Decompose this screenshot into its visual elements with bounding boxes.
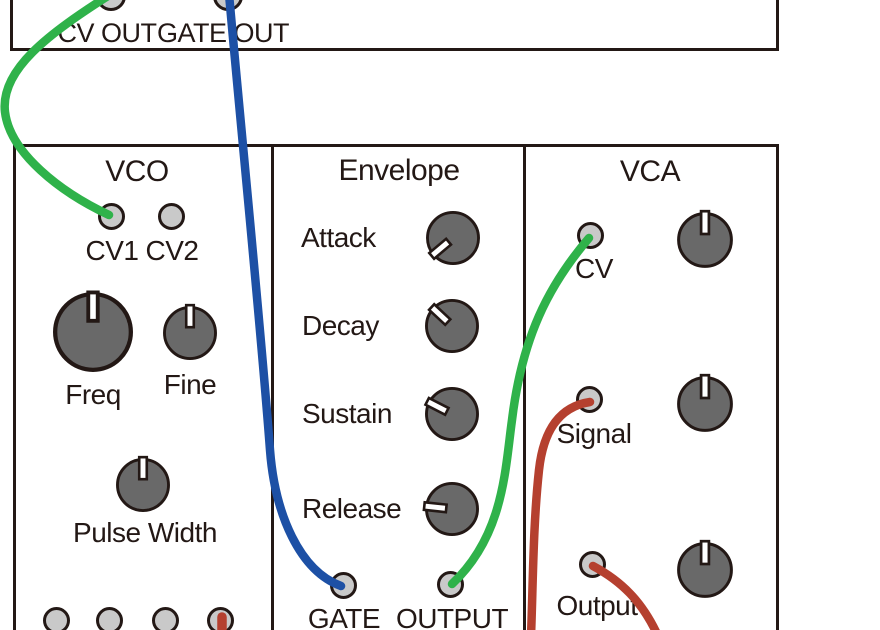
freq-knob[interactable]	[50, 289, 136, 375]
vca-cv-amount-knob[interactable]	[675, 209, 735, 270]
vca-cv-jack[interactable]	[577, 222, 604, 249]
vco-cv1-jack[interactable]	[98, 203, 125, 230]
vco-envelope-divider	[271, 147, 274, 630]
vca-output-jack[interactable]	[579, 551, 606, 578]
fine-knob[interactable]	[161, 303, 219, 362]
cv-out-label: CV OUT	[57, 18, 157, 48]
controller-panel	[10, 0, 779, 51]
decay-knob[interactable]	[423, 297, 481, 355]
vca-cv-amount-knob-pointer	[699, 209, 711, 236]
vco-title: VCO	[105, 155, 169, 188]
release-label: Release	[302, 493, 402, 524]
envelope-vca-divider	[523, 147, 526, 630]
vco-cv2-jack[interactable]	[158, 203, 185, 230]
vco-cv1-label: CV1	[85, 235, 139, 266]
modules-panel	[13, 144, 779, 630]
release-knob-pointer	[422, 500, 449, 514]
envelope-output-jack[interactable]	[437, 571, 464, 598]
vca-cv-label: CV	[575, 253, 613, 284]
sustain-knob[interactable]	[423, 385, 481, 443]
pulse-width-knob-pointer	[137, 455, 149, 481]
vco-cv2-label: CV2	[145, 235, 199, 266]
attack-knob[interactable]	[424, 209, 482, 267]
vco-output-jack-1[interactable]	[43, 607, 70, 630]
freq-label: Freq	[65, 379, 121, 410]
decay-label: Decay	[302, 310, 379, 341]
attack-label: Attack	[301, 222, 376, 253]
vca-signal-jack[interactable]	[576, 386, 603, 413]
vca-signal-label: Signal	[556, 418, 632, 449]
envelope-gate-jack[interactable]	[330, 572, 357, 599]
fine-label: Fine	[163, 369, 217, 400]
release-knob[interactable]	[422, 480, 481, 538]
vca-signal-level-knob[interactable]	[675, 373, 735, 434]
sustain-label: Sustain	[302, 398, 392, 429]
vca-output-level-knob[interactable]	[675, 539, 735, 600]
vca-title: VCA	[619, 155, 681, 188]
vca-output-label: Output	[556, 590, 638, 621]
envelope-output-label: OUTPUT	[395, 603, 509, 630]
envelope-gate-label: GATE	[307, 603, 381, 630]
vco-output-jack-3[interactable]	[152, 607, 179, 630]
fine-knob-pointer	[184, 303, 196, 329]
vco-output-jack-2[interactable]	[96, 607, 123, 630]
vco-output-jack-4[interactable]	[207, 607, 234, 630]
pulse-width-label: Pulse Width	[73, 517, 217, 548]
vca-signal-level-knob-pointer	[699, 373, 711, 400]
envelope-title: Envelope	[338, 154, 460, 187]
vca-output-level-knob-pointer	[699, 539, 711, 566]
sustain-knob-pointer	[423, 396, 451, 417]
gate-out-label: GATE OUT	[156, 18, 290, 48]
pulse-width-knob[interactable]	[114, 455, 172, 514]
freq-knob-pointer	[86, 290, 100, 323]
